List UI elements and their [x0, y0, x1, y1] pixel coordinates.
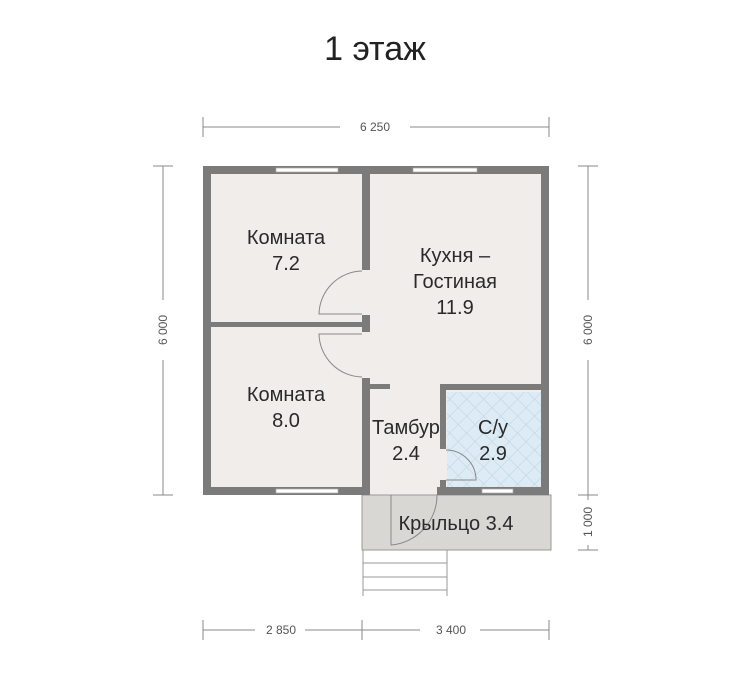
dimension-porch: 1 000	[581, 507, 595, 537]
room-name: Комната	[247, 227, 326, 249]
room-area: 2.9	[479, 443, 507, 465]
room-name: Тамбур	[372, 417, 440, 439]
dimension-top: 6 250	[360, 120, 390, 134]
doors	[318, 270, 477, 546]
room-name: Гостиная	[413, 271, 497, 293]
dimension-left: 6 000	[156, 315, 170, 345]
room-area: 7.2	[272, 253, 300, 275]
bathroom-tile	[447, 392, 542, 488]
porch	[361, 494, 552, 551]
room-area: 11.9	[436, 297, 473, 319]
stairs	[362, 550, 448, 596]
room-name: Кухня –	[420, 245, 491, 267]
room-name: Комната	[247, 384, 326, 406]
room-name: С/у	[478, 417, 508, 439]
dimension-bottom-right: 3 400	[436, 623, 466, 637]
dimension-lines	[153, 117, 598, 640]
dimension-right: 6 000	[581, 315, 595, 345]
room-name: Крыльцо 3.4	[399, 513, 514, 535]
plan-title: 1 этаж	[324, 30, 426, 68]
windows	[275, 167, 514, 494]
room-area: 2.4	[392, 443, 420, 465]
room-area: 8.0	[272, 410, 300, 432]
dimension-bottom-left: 2 850	[266, 623, 296, 637]
